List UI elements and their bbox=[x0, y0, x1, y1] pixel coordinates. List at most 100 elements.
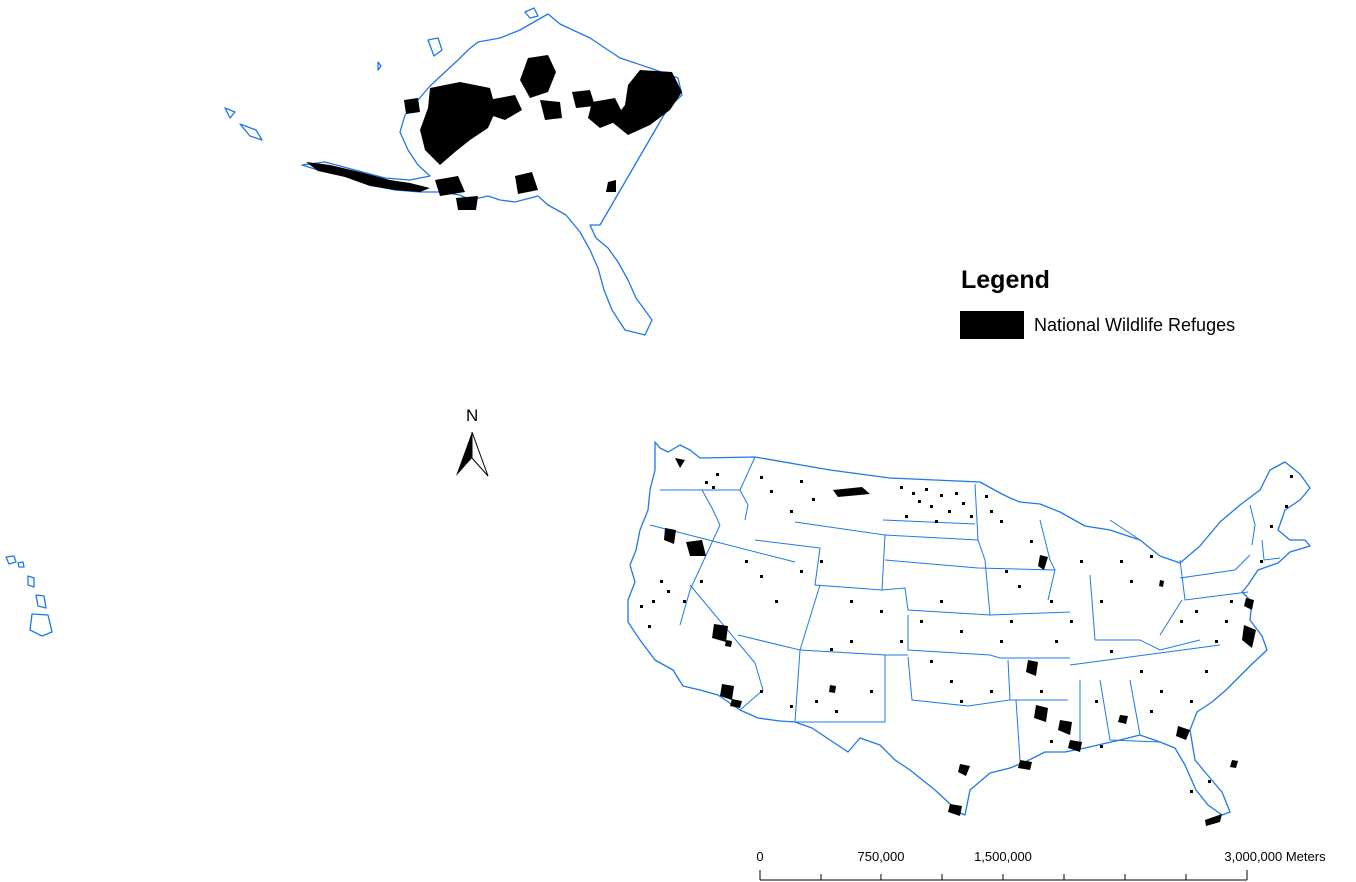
legend: Legend National Wildlife Refuges bbox=[960, 266, 1235, 339]
refuge-mark bbox=[800, 480, 803, 483]
refuge-mark bbox=[935, 520, 938, 523]
refuge-mark bbox=[815, 700, 818, 703]
north-arrow-right-half bbox=[471, 431, 489, 477]
refuge-mark bbox=[1050, 600, 1053, 603]
legend-title: Legend bbox=[961, 266, 1050, 294]
refuge-mark bbox=[1230, 600, 1233, 603]
refuge-mark bbox=[1260, 560, 1263, 563]
refuge-mark bbox=[905, 515, 908, 518]
north-arrow-left-half bbox=[456, 432, 472, 476]
contiguous-us bbox=[627, 441, 1311, 826]
hawaii bbox=[5, 555, 53, 637]
refuge-mark bbox=[760, 575, 763, 578]
scale-bar-ticks bbox=[759, 870, 1248, 880]
refuge-mark bbox=[880, 610, 883, 613]
refuge-mark bbox=[1290, 475, 1293, 478]
refuge-mark bbox=[1215, 640, 1218, 643]
refuge-mark bbox=[912, 492, 915, 495]
state-borders bbox=[649, 456, 1281, 761]
refuge-mark bbox=[712, 486, 715, 489]
refuge-mark bbox=[900, 640, 903, 643]
refuge-mark bbox=[790, 510, 793, 513]
refuge-mark bbox=[790, 705, 793, 708]
refuge-mark bbox=[990, 690, 993, 693]
scale-label-0: 0 bbox=[756, 849, 763, 864]
legend-swatch-refuges bbox=[960, 311, 1024, 339]
refuge-mark bbox=[950, 680, 953, 683]
refuge-mark bbox=[1030, 540, 1033, 543]
refuge-mark bbox=[940, 600, 943, 603]
conus-outline bbox=[627, 441, 1311, 816]
refuge-mark bbox=[870, 690, 873, 693]
north-arrow: N bbox=[456, 406, 489, 477]
refuge-mark bbox=[962, 502, 965, 505]
refuge-mark bbox=[1040, 690, 1043, 693]
refuge-mark bbox=[1140, 670, 1143, 673]
refuge-mark bbox=[1195, 610, 1198, 613]
refuge-mark bbox=[948, 510, 951, 513]
refuge-mark bbox=[1070, 620, 1073, 623]
refuge-mark bbox=[960, 630, 963, 633]
conus-refuge-dots bbox=[640, 473, 1293, 793]
refuge-mark bbox=[800, 570, 803, 573]
refuge-mark bbox=[760, 476, 763, 479]
refuge-mark bbox=[745, 560, 748, 563]
legend-label-refuges: National Wildlife Refuges bbox=[1034, 315, 1235, 335]
refuge-mark bbox=[1010, 620, 1013, 623]
refuge-mark bbox=[918, 500, 921, 503]
refuge-mark bbox=[835, 710, 838, 713]
alaska bbox=[224, 7, 683, 336]
refuge-mark bbox=[1100, 600, 1103, 603]
alaska-islands bbox=[224, 7, 539, 141]
refuge-mark bbox=[812, 498, 815, 501]
refuge-mark bbox=[648, 625, 651, 628]
refuge-mark bbox=[1000, 640, 1003, 643]
refuge-mark bbox=[1100, 745, 1103, 748]
refuge-mark bbox=[930, 505, 933, 508]
refuge-mark bbox=[850, 640, 853, 643]
alaska-refuges bbox=[306, 55, 682, 210]
refuge-mark bbox=[955, 492, 958, 495]
refuge-mark bbox=[770, 490, 773, 493]
refuge-mark bbox=[920, 620, 923, 623]
refuge-mark bbox=[1130, 580, 1133, 583]
refuge-mark bbox=[820, 560, 823, 563]
refuge-mark bbox=[850, 600, 853, 603]
refuge-mark bbox=[985, 495, 988, 498]
refuge-mark bbox=[970, 515, 973, 518]
refuge-mark bbox=[1095, 700, 1098, 703]
refuge-mark bbox=[1180, 620, 1183, 623]
refuge-mark bbox=[1120, 560, 1123, 563]
refuge-mark bbox=[683, 600, 686, 603]
scale-bar: 0 750,000 1,500,000 3,000,000 Meters bbox=[756, 849, 1326, 881]
refuge-mark bbox=[1285, 505, 1288, 508]
refuge-mark bbox=[760, 690, 763, 693]
refuge-mark bbox=[1160, 690, 1163, 693]
refuge-mark bbox=[900, 486, 903, 489]
refuge-mark bbox=[705, 481, 708, 484]
refuge-mark bbox=[775, 600, 778, 603]
refuge-mark bbox=[1005, 570, 1008, 573]
refuge-mark bbox=[660, 580, 663, 583]
refuge-mark bbox=[1190, 700, 1193, 703]
scale-label-3000000: 3,000,000 Meters bbox=[1224, 849, 1326, 864]
refuge-mark bbox=[1190, 790, 1193, 793]
refuge-mark bbox=[716, 473, 719, 476]
refuge-mark bbox=[1055, 640, 1058, 643]
refuge-mark bbox=[667, 590, 670, 593]
refuge-mark bbox=[1270, 525, 1273, 528]
refuge-mark bbox=[1208, 780, 1211, 783]
refuge-mark bbox=[1205, 670, 1208, 673]
alaska-canada-border bbox=[599, 107, 669, 226]
refuge-mark bbox=[1110, 650, 1113, 653]
refuge-mark bbox=[1000, 520, 1003, 523]
refuge-mark bbox=[925, 488, 928, 491]
refuge-mark bbox=[1080, 560, 1083, 563]
refuge-mark bbox=[990, 510, 993, 513]
north-arrow-label: N bbox=[466, 406, 478, 425]
refuge-mark bbox=[1225, 620, 1228, 623]
refuge-mark bbox=[1050, 740, 1053, 743]
refuge-mark bbox=[1150, 710, 1153, 713]
hawaii-islands bbox=[5, 555, 53, 637]
